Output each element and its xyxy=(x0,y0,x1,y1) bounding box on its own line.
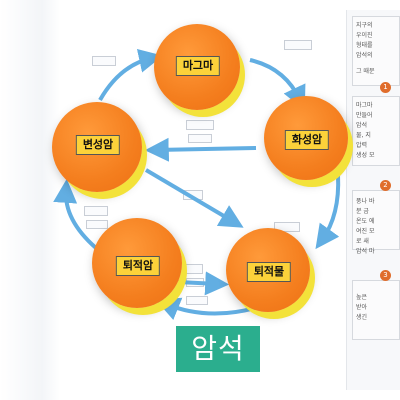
side-text-line: 우이진 xyxy=(356,32,373,39)
side-text-line: 마그마 xyxy=(356,102,373,109)
side-text-line: 로 새 xyxy=(356,238,369,245)
side-text-line: 생긴 xyxy=(356,314,368,321)
side-text-line: 지구의 xyxy=(356,22,373,29)
title-badge: 암석 xyxy=(176,326,260,372)
arrow-magma-to-igneous xyxy=(249,58,306,111)
magma-label: 마그마 xyxy=(175,56,221,76)
side-text-line: 암석 xyxy=(356,122,368,129)
blank-box xyxy=(186,120,214,130)
side-text-box xyxy=(352,190,400,250)
metamorphic-rock-label: 변성암 xyxy=(75,135,121,155)
arrow-sedimentary-to-sediment xyxy=(177,271,230,296)
blank-box xyxy=(183,264,203,274)
side-text-line: 분 금 xyxy=(356,208,369,215)
blank-box xyxy=(274,222,300,232)
side-text-line: 압력 xyxy=(356,142,368,149)
side-text-line: 그 때문 xyxy=(356,68,375,75)
page-edge xyxy=(0,0,60,400)
side-step-number: 1 xyxy=(380,82,391,93)
side-text-line: 풍나 바 xyxy=(356,198,375,205)
sedimentary-rock-label: 퇴적암 xyxy=(115,256,161,276)
side-text-line: 형태를 xyxy=(356,42,373,49)
side-text-line: 물, 지 xyxy=(356,132,371,139)
side-step-number: 3 xyxy=(380,270,391,281)
arrow-igneous-to-metamorphic xyxy=(144,137,257,162)
side-step-number: 2 xyxy=(380,180,391,191)
arrow-metamorphic-to-magma xyxy=(98,49,163,101)
side-text-line: 여진 모 xyxy=(356,228,375,235)
side-text-line: 받아 xyxy=(356,304,368,311)
blank-box xyxy=(284,40,312,50)
side-text-line: 만들어 xyxy=(356,112,373,119)
blank-box xyxy=(186,296,208,305)
blank-box xyxy=(188,134,212,143)
side-text-line: 생성 모 xyxy=(356,152,375,159)
igneous-rock-label: 화성암 xyxy=(284,130,330,150)
side-text-line: 높은 xyxy=(356,294,368,301)
blank-box xyxy=(86,220,108,229)
side-text-line: 암석 마 xyxy=(356,248,375,255)
blank-box xyxy=(84,206,108,216)
side-text-line: 암석의 xyxy=(356,52,373,59)
sediment-label: 퇴적물 xyxy=(246,262,292,282)
side-text-box xyxy=(352,96,400,166)
arrow-sedimentary-to-metamorphic xyxy=(53,178,98,250)
arrow-igneous-to-sediment xyxy=(315,174,341,250)
arrow-metamorphic-to-sediment xyxy=(144,168,244,228)
side-text-line: 온도 에 xyxy=(356,218,375,225)
blank-box xyxy=(92,56,116,66)
